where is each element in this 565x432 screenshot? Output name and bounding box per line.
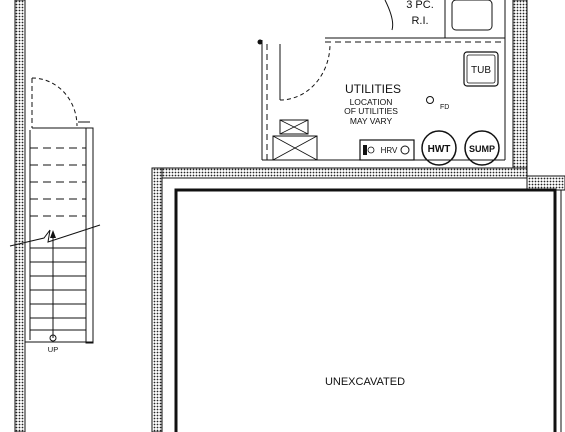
hrv-label: HRV [381,146,398,155]
stair-right-stringer [85,127,94,344]
utilities-title: UTILITIES [345,82,401,96]
stair-landing-door-swing [31,77,78,127]
stair-direction-arrowhead [50,230,56,238]
hrv-unit-knob [400,145,410,155]
bath-rough-in-label-2: R.I. [411,15,428,27]
bath-rough-in-label-1: 3 PC. [406,0,434,11]
utilities-note-2: OF UTILITIES [344,106,398,116]
hall-right-wall [151,167,163,432]
stair-landing-door [31,77,90,129]
hrv-unit [359,139,415,161]
stair-direction-label: UP [48,345,58,354]
left-exterior-wall [14,0,26,432]
sump-pit-symbol [464,130,500,166]
furnace-unit-top [279,119,309,135]
floor-drain-symbol [426,96,434,104]
bath-fixture-outline [451,0,493,31]
utilities-note-3: MAY VARY [350,116,393,126]
hrv-unit-end-left [363,145,367,155]
utility-door-swing [279,43,331,101]
hrv-unit-knob-left [367,146,375,154]
tub-symbol-inner [466,54,496,84]
sump-label: SUMP [469,144,495,154]
utility-room-right-wall [512,0,528,177]
unexcavated-area-outline [174,188,557,432]
stair-treads [30,247,86,331]
stair-direction-origin [49,334,57,342]
utility-corner-post [257,39,263,45]
furnace-unit-top-mark-2 [279,119,309,135]
exterior-wall-right-step [526,175,565,191]
furnace-unit [272,135,318,161]
staircase: UP [9,127,101,354]
utility-room-bottom-wall [151,167,528,179]
stair-break-line [9,224,101,247]
hot-water-tank-label: HWT [428,144,451,155]
hot-water-tank-symbol [421,130,457,166]
tub-label: TUB [471,65,491,76]
furnace-unit-mark-2 [272,135,318,161]
floor-drain-label: FD [440,104,449,111]
bath-door-swing [384,0,394,31]
stair-treads-hidden [30,147,86,217]
tub-symbol [463,51,499,87]
unexcavated-label: UNEXCAVATED [325,376,405,388]
utilities-note-1: LOCATION [350,97,393,107]
